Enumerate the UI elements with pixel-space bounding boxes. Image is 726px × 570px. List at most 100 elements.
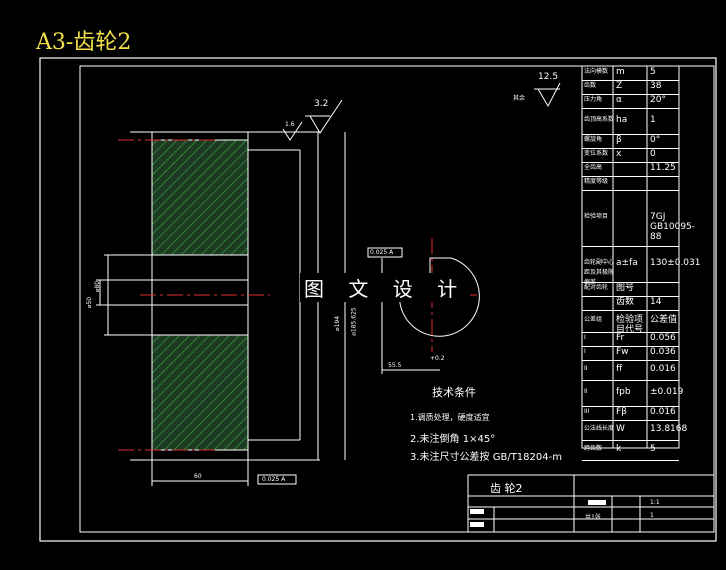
- hub-dim: ⌀80: [94, 280, 102, 293]
- roughness-main: 12.5: [538, 72, 559, 82]
- param-value: 14: [650, 297, 662, 307]
- param-name: 法向模数: [584, 68, 609, 75]
- title-block-grid: [467, 474, 715, 533]
- param-row-divider: [582, 134, 679, 135]
- tech-note-2: 2.未注倒角 1×45°: [410, 434, 496, 445]
- param-row-divider: [582, 360, 679, 361]
- param-value: 0: [650, 149, 656, 159]
- param-symbol: α: [616, 95, 622, 105]
- face-width-dim: 60: [194, 473, 202, 480]
- keyway-tol: +0.2: [430, 355, 445, 362]
- param-row-divider: [582, 282, 679, 283]
- param-name: 精度等级: [584, 178, 609, 185]
- param-symbol: m: [616, 67, 625, 77]
- tech-note-3: 3.未注尺寸公差按 GB/T18204-m: [410, 452, 562, 463]
- param-name: 跨齿数: [584, 445, 603, 452]
- param-value: 13.8168: [650, 424, 688, 434]
- param-row-divider: [582, 406, 679, 407]
- param-symbol: 检验项目代号: [616, 315, 644, 335]
- roughness-face: 3.2: [314, 99, 329, 109]
- drawing-title: A3-齿轮2: [36, 30, 132, 55]
- gear-section-view: [96, 131, 346, 486]
- param-value: 公差值: [650, 315, 678, 325]
- outer-dim: ⌀194: [334, 315, 342, 332]
- tol-frame-bottom: [257, 474, 297, 485]
- param-row-divider: [582, 296, 679, 297]
- hatch-top: [152, 140, 248, 255]
- titleblock-sheet-no: 1: [650, 512, 654, 519]
- param-row-divider: [582, 190, 679, 191]
- param-symbol: x: [616, 149, 622, 159]
- param-row-divider: [582, 162, 679, 163]
- param-row-divider: [582, 80, 679, 81]
- param-value: 0.016: [650, 407, 676, 417]
- tech-heading: 技术条件: [432, 386, 476, 399]
- param-name: 公差组: [584, 316, 603, 323]
- param-value: 11.25: [650, 163, 676, 173]
- roughness-small: 1.6: [285, 121, 295, 128]
- inner-frame: [79, 65, 715, 533]
- tol-frame-top-text: 0.025 A: [370, 249, 394, 256]
- param-value: 130±0.031: [650, 258, 701, 268]
- param-name: II: [584, 388, 588, 395]
- titleblock-part: 齿 轮2: [490, 482, 523, 495]
- roughness-symbols: [282, 82, 561, 141]
- param-table-grid: [581, 65, 680, 449]
- outer-frame: [39, 57, 717, 542]
- param-row-divider: [582, 380, 679, 381]
- keyway-dim: 55.5: [388, 362, 402, 369]
- param-value: 5: [650, 444, 656, 454]
- param-name: 公法线长度: [584, 425, 615, 432]
- tol-frame-top: [367, 247, 403, 258]
- param-name: 齿轮副中心距及其极限偏差: [584, 259, 615, 286]
- param-symbol: Z: [616, 81, 623, 91]
- param-row-divider: [582, 176, 679, 177]
- titleblock-scale: 1:1: [650, 499, 660, 506]
- param-value: 7GJ GB10095-88: [650, 212, 696, 242]
- param-row-divider: [582, 420, 679, 421]
- param-symbol: fpb: [616, 387, 631, 397]
- param-name: III: [584, 408, 590, 415]
- param-name: 全齿高: [584, 164, 603, 171]
- param-name: I: [584, 334, 586, 341]
- param-symbol: a±fa: [616, 258, 638, 268]
- param-value: 38: [650, 81, 662, 91]
- param-symbol: Fr: [616, 333, 625, 343]
- watermark: 图 文 设 计: [300, 273, 471, 302]
- param-value: ±0.019: [650, 387, 684, 397]
- param-row-divider: [582, 332, 679, 333]
- param-symbol: ha: [616, 115, 628, 125]
- param-symbol: ff: [616, 364, 623, 374]
- param-value: 0.016: [650, 364, 676, 374]
- param-name: II: [584, 365, 588, 372]
- param-name: 配对齿轮: [584, 284, 609, 291]
- titleblock-sheets: 共1张: [585, 514, 601, 521]
- param-row-divider: [582, 460, 679, 461]
- param-symbol: Fw: [616, 347, 629, 357]
- param-name: 压力角: [584, 96, 603, 103]
- roughness-note: 其余: [513, 95, 526, 102]
- bore-dim: ⌀50: [86, 296, 94, 309]
- param-row-divider: [582, 346, 679, 347]
- param-row-divider: [582, 440, 679, 441]
- param-symbol: Fβ: [616, 407, 627, 417]
- param-symbol: 图号: [616, 283, 635, 293]
- param-row-divider: [582, 246, 679, 247]
- tol-frame-bottom-text: 0.025 A: [262, 476, 286, 483]
- param-value: 0°: [650, 135, 661, 145]
- param-name: 变位系数: [584, 150, 609, 157]
- param-row-divider: [582, 94, 679, 95]
- param-name: 检验项目: [584, 213, 609, 220]
- tech-note-1: 1.调质处理，硬度适宜: [410, 413, 490, 422]
- root-dim: ⌀185.625: [350, 307, 358, 336]
- param-symbol: 齿数: [616, 297, 635, 307]
- param-name: I: [584, 348, 586, 355]
- param-value: 0.036: [650, 347, 676, 357]
- param-name: 螺旋角: [584, 136, 603, 143]
- param-row-divider: [582, 108, 679, 109]
- hatch-bottom: [152, 335, 248, 450]
- param-row-divider: [582, 148, 679, 149]
- param-symbol: k: [616, 444, 622, 454]
- param-symbol: W: [616, 424, 625, 434]
- param-symbol: β: [616, 135, 622, 145]
